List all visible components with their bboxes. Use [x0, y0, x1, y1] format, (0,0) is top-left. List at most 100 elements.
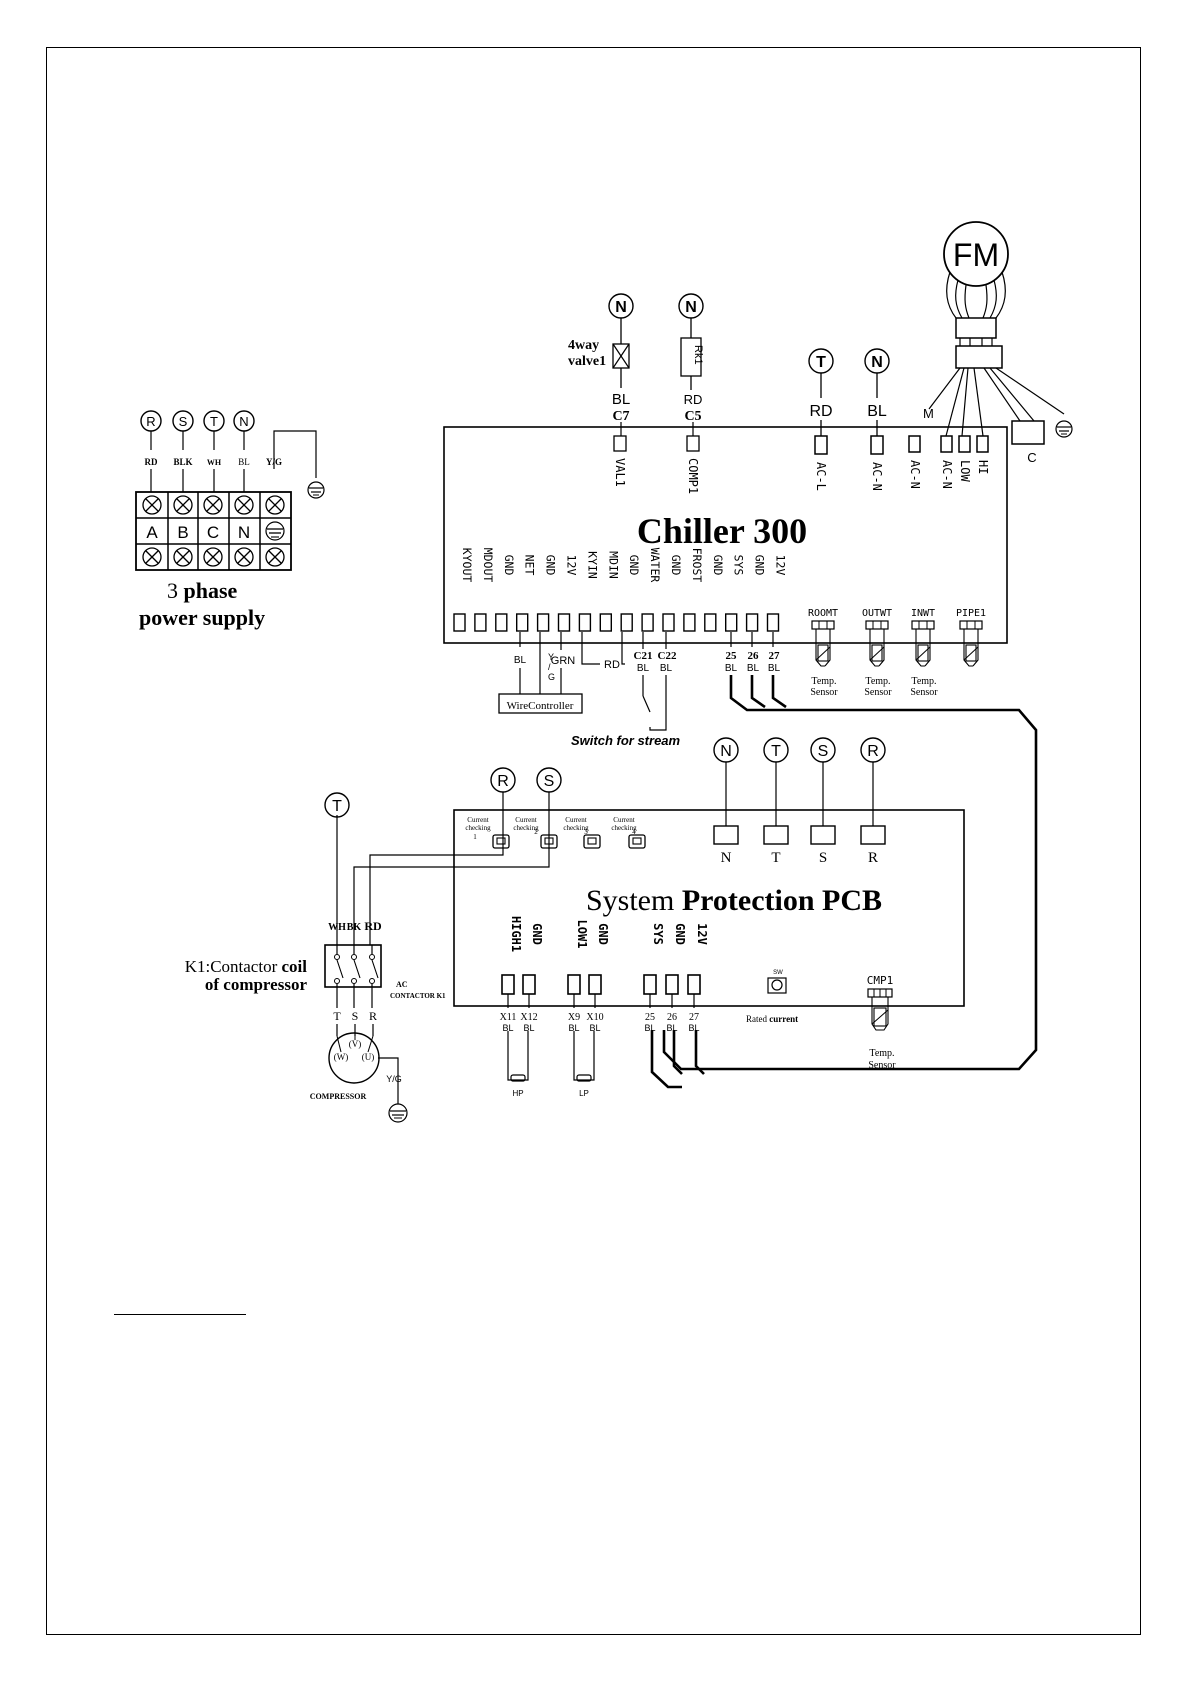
protection-pin-label: SYS [651, 923, 665, 945]
ac-t-wire-color: RD [809, 403, 832, 420]
yg-wire-line3: G [548, 672, 555, 682]
protection-wire-color: BL [666, 1023, 677, 1033]
current-label-line2: checking [563, 824, 589, 832]
terminal-label-b: B [177, 523, 188, 542]
protection-pins: HIGH1X11BLGNDX12BLLOW1X9BLGNDX10BLSYS25B… [500, 916, 709, 1033]
supply-circle-label: S [818, 743, 829, 760]
power-supply-title-line2: power supply [139, 605, 265, 630]
compressor-label: COMPRESSOR [310, 1092, 367, 1101]
compressor-section: T WH BK RD K1:Contactor coil of compress… [185, 792, 446, 1123]
sensor-label-line1: Temp. [811, 676, 836, 687]
power-supply-title-line1: 3 phase [167, 578, 238, 603]
protection-terminal: X9 [568, 1012, 580, 1023]
protection-pin-label: LOW1 [575, 920, 589, 949]
terminal-screws [142, 495, 285, 567]
ac-l-connector [814, 435, 828, 455]
phase-circle-r: R [140, 410, 162, 432]
contactor-label-line1: K1:Contactor coil [185, 957, 308, 976]
supply-terminal-label: N [721, 850, 732, 866]
protection-title: System Protection PCB [586, 884, 882, 917]
controller-pin: GND [620, 555, 641, 632]
current-label-line1: Current [467, 816, 488, 824]
ac-n-connector [870, 435, 884, 455]
thermistor-icon [817, 644, 829, 662]
controller-pin: 12V [766, 555, 788, 632]
ac-supply: T RD AC-L N BL AC-N [808, 348, 890, 491]
controller-pin: GND [704, 555, 725, 632]
controller-pin-label: GND [753, 555, 767, 576]
screw-icon [173, 495, 193, 515]
comm-terminal: 25 [726, 650, 738, 662]
terminal-block [135, 491, 292, 571]
terminal-label-n: N [238, 523, 250, 542]
compressor-wire-label: BK [347, 922, 362, 933]
fan-motor-label: FM [953, 237, 999, 273]
comm-link: 25 26 27 BL BL BL [650, 632, 1038, 1089]
reset-button-icon [771, 979, 783, 991]
controller-pin-label: MDOUT [481, 548, 495, 583]
thermistor-icon [873, 1007, 887, 1027]
wire-label: BL [238, 457, 250, 467]
cmp1-sensor: CMP1 Temp. Sensor [867, 974, 897, 1071]
power-supply-block: R S T N RD BLK WH BL Y/G [135, 410, 325, 630]
cmp1-sensor-label-line1: Temp. [869, 1048, 894, 1059]
protection-wire-color: BL [568, 1023, 579, 1033]
valve-pin-label: VAL1 [613, 458, 627, 487]
controller-pin: KYIN [578, 551, 599, 632]
phase-label-s: S [352, 1009, 359, 1023]
current-label-line2: checking [513, 824, 539, 832]
protection-wire-color: BL [644, 1023, 655, 1033]
rd-link-label: RD [604, 659, 620, 671]
protection-supply-terminal: RR [860, 737, 886, 866]
current-label-line1: Current [565, 816, 586, 824]
protection-supply-terminal: NN [713, 737, 739, 866]
protection-pin-label: GND [596, 923, 610, 945]
yg-wire-line2: / [548, 662, 551, 672]
wire-label: WH [207, 458, 222, 467]
controller-pin: FROST [683, 548, 704, 632]
protection-wire-color: BL [589, 1023, 600, 1033]
ct-connector-icon [583, 834, 601, 849]
ac-n-circle-label: N [871, 354, 883, 371]
winding-w: (W) [334, 1052, 349, 1062]
relay-terminal: C5 [684, 409, 701, 424]
fan-motor: FM M C AC-N AC-N LOW [908, 221, 1073, 489]
protection-terminal: X12 [520, 1012, 537, 1023]
current-label-line2: checking [465, 824, 491, 832]
yg-wire-line1: Y [548, 652, 554, 662]
current-label-number: 1 [473, 833, 477, 841]
controller-pin: MDOUT [474, 548, 495, 632]
hp-switch-icon [510, 1074, 526, 1082]
compressor-yg-label: Y/G [386, 1074, 402, 1084]
ct-connector-icon [492, 834, 510, 849]
net-wire-color: BL [514, 655, 527, 666]
protection-supply-terminal: SS [810, 737, 836, 866]
earth-ground-icon [388, 1088, 408, 1123]
terminal-label-a: A [146, 523, 158, 542]
terminal-label-c: C [207, 523, 219, 542]
protection-pin-label: 12V [695, 923, 709, 945]
relay-pin-label: COMP1 [686, 458, 700, 494]
earth-ground-icon [265, 521, 285, 541]
stream-wire-color: BL [637, 663, 650, 674]
section-rule [114, 1314, 246, 1315]
current-label-number: 3 [584, 828, 588, 836]
fan-pin-connector [958, 435, 971, 453]
screw-icon [234, 495, 254, 515]
controller-pin-label: 12V [565, 555, 579, 576]
sensor-label-line2: Sensor [910, 687, 938, 698]
sensor-pin-label: INWT [911, 608, 935, 619]
controller-board [443, 426, 1008, 644]
screw-icon [234, 547, 254, 567]
